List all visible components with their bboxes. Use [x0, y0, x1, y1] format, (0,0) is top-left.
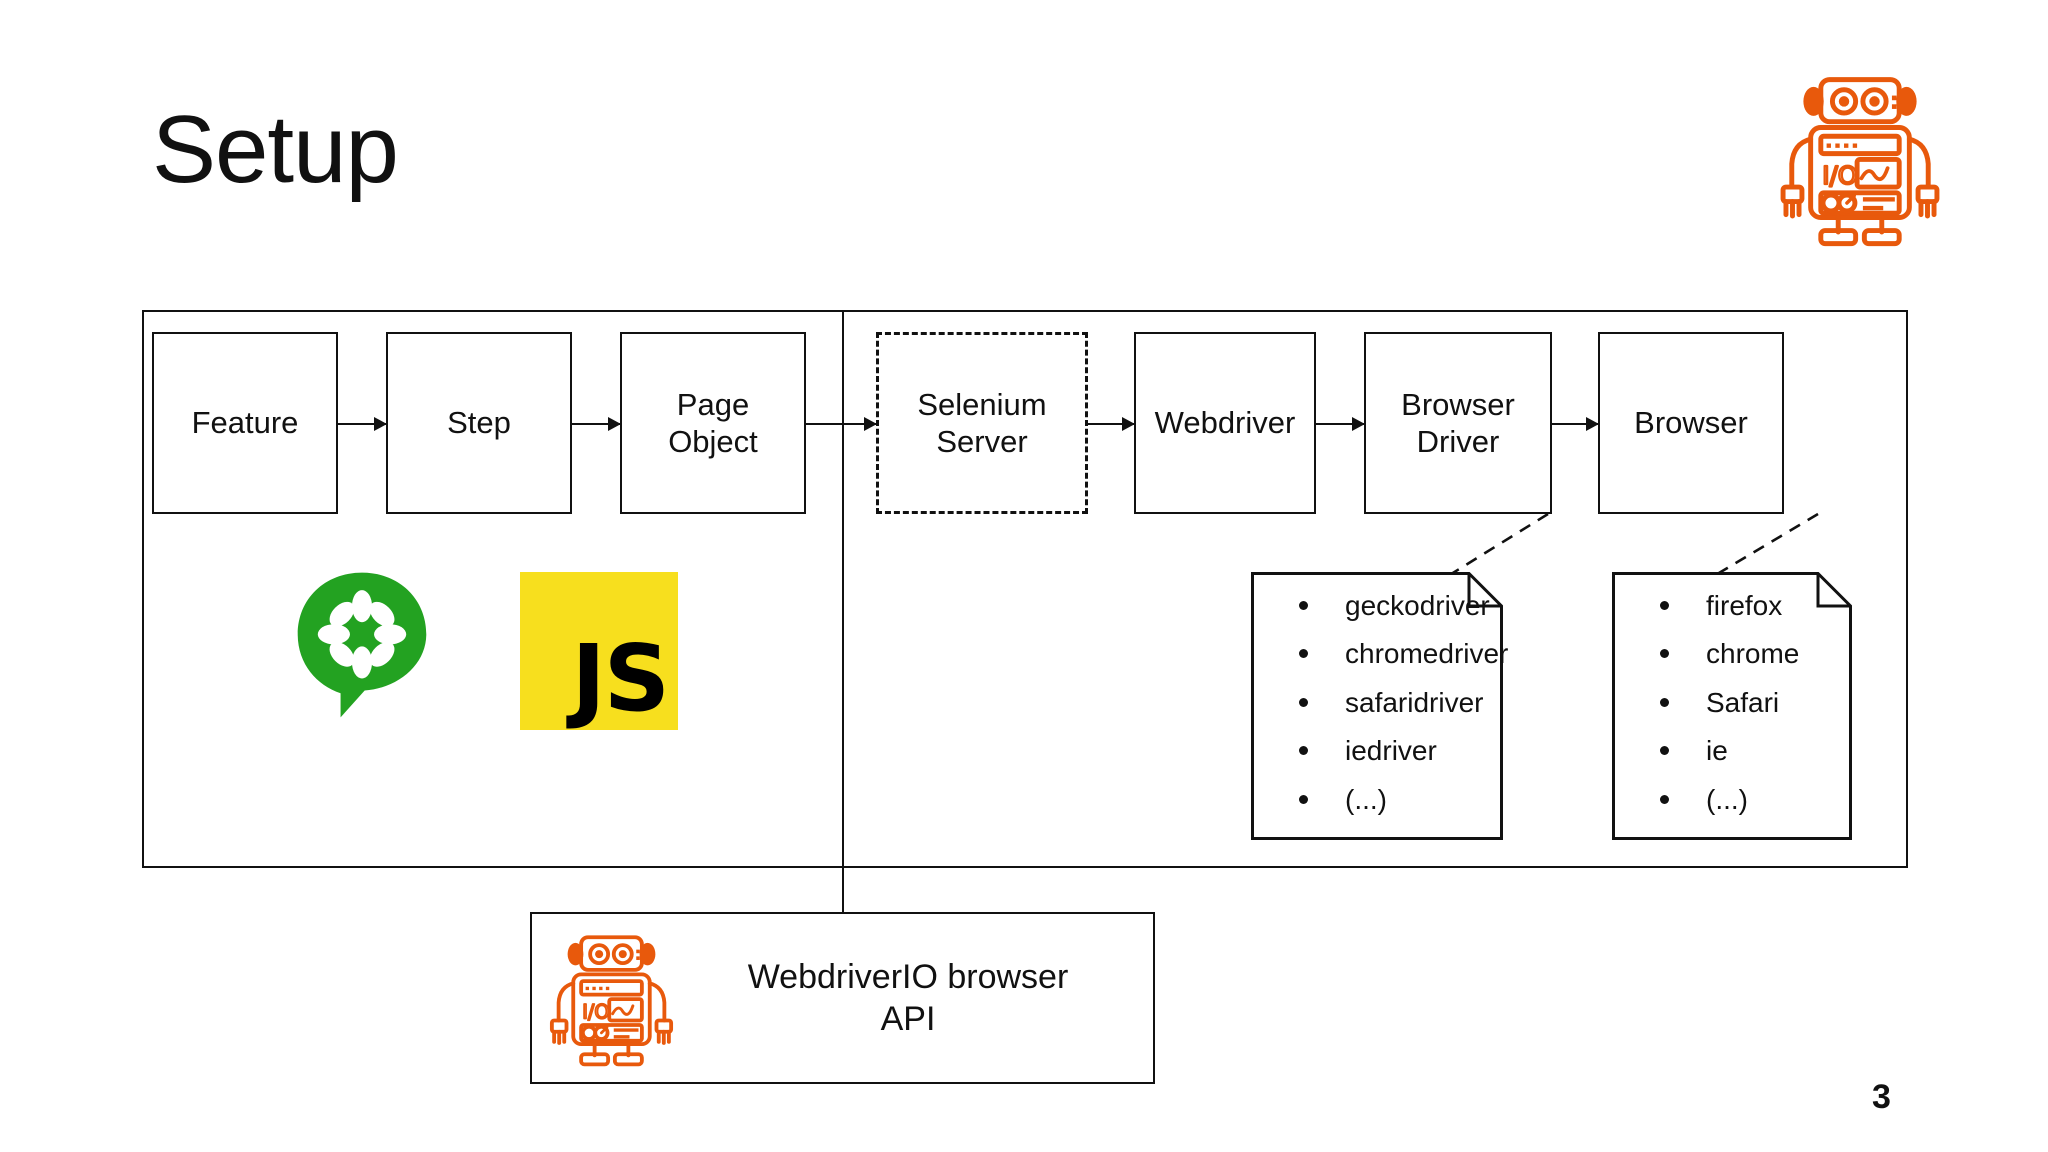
- node-feature[interactable]: Feature: [152, 332, 338, 514]
- arrow-webdriver-to-browser-driver: [1316, 417, 1365, 431]
- node-browser[interactable]: Browser: [1598, 332, 1784, 514]
- arrow-page-object-to-selenium: [806, 417, 877, 431]
- svg-text:I/O: I/O: [1822, 161, 1857, 190]
- node-webdriver-label: Webdriver: [1154, 405, 1296, 441]
- note-browsers: firefox chrome Safari ie (...): [1612, 572, 1852, 840]
- list-item: firefox: [1654, 588, 1852, 624]
- node-step-label: Step: [447, 405, 511, 441]
- node-page-object[interactable]: Page Object: [620, 332, 806, 514]
- node-selenium-server[interactable]: Selenium Server: [876, 332, 1088, 514]
- page-number: 3: [1872, 1078, 1891, 1116]
- list-item: ie: [1654, 733, 1852, 769]
- list-item: chrome: [1654, 636, 1852, 672]
- arrow-browser-driver-to-browser: [1552, 417, 1599, 431]
- arrow-selenium-to-webdriver: [1088, 417, 1135, 431]
- javascript-logo: JS: [520, 572, 678, 730]
- api-label-line2: API: [880, 1000, 936, 1038]
- svg-text:I/O: I/O: [582, 1000, 609, 1023]
- node-browser-label: Browser: [1634, 405, 1748, 441]
- api-connector-line: [842, 868, 844, 912]
- list-item: chromedriver: [1293, 636, 1508, 672]
- note-browser-drivers: geckodriver chromedriver safaridriver ie…: [1251, 572, 1508, 840]
- arrow-feature-to-step: [338, 417, 387, 431]
- webdriverio-robot-icon: I/O: [544, 923, 679, 1073]
- node-page-object-label-line1: Page: [676, 386, 750, 422]
- leader-line-browser-driver: [1447, 512, 1549, 578]
- note-browsers-list: firefox chrome Safari ie (...): [1612, 572, 1852, 818]
- arrow-step-to-page-object: [572, 417, 621, 431]
- architecture-divider: [842, 310, 844, 868]
- node-selenium-label-line2: Server: [936, 424, 1028, 459]
- webdriverio-api-box[interactable]: I/O WebdriverIO browser: [530, 912, 1155, 1084]
- list-item: (...): [1654, 782, 1852, 818]
- page-title: Setup: [152, 96, 399, 203]
- node-browser-driver[interactable]: Browser Driver: [1364, 332, 1552, 514]
- node-browser-driver-label-line2: Driver: [1416, 424, 1500, 459]
- list-item: safaridriver: [1293, 685, 1503, 721]
- node-browser-driver-label-line1: Browser: [1401, 386, 1515, 422]
- list-item: Safari: [1654, 685, 1852, 721]
- list-item: (...): [1293, 782, 1503, 818]
- architecture-frame: [142, 310, 1908, 868]
- cucumber-logo: [287, 570, 437, 720]
- webdriverio-api-label: WebdriverIO browser API: [679, 956, 1153, 1041]
- node-webdriver[interactable]: Webdriver: [1134, 332, 1316, 514]
- list-item: iedriver: [1293, 733, 1503, 769]
- node-selenium-label-line1: Selenium: [917, 386, 1047, 422]
- leader-line-browser: [1713, 512, 1819, 578]
- node-page-object-label-line2: Object: [668, 424, 758, 459]
- javascript-logo-text: JS: [571, 625, 670, 733]
- list-item: geckodriver: [1293, 588, 1503, 624]
- api-label-line1: WebdriverIO browser: [747, 957, 1069, 996]
- note-browser-drivers-list: geckodriver chromedriver safaridriver ie…: [1251, 572, 1508, 818]
- node-step[interactable]: Step: [386, 332, 572, 514]
- webdriverio-robot-icon: I/O: [1770, 68, 1950, 248]
- node-feature-label: Feature: [191, 405, 299, 441]
